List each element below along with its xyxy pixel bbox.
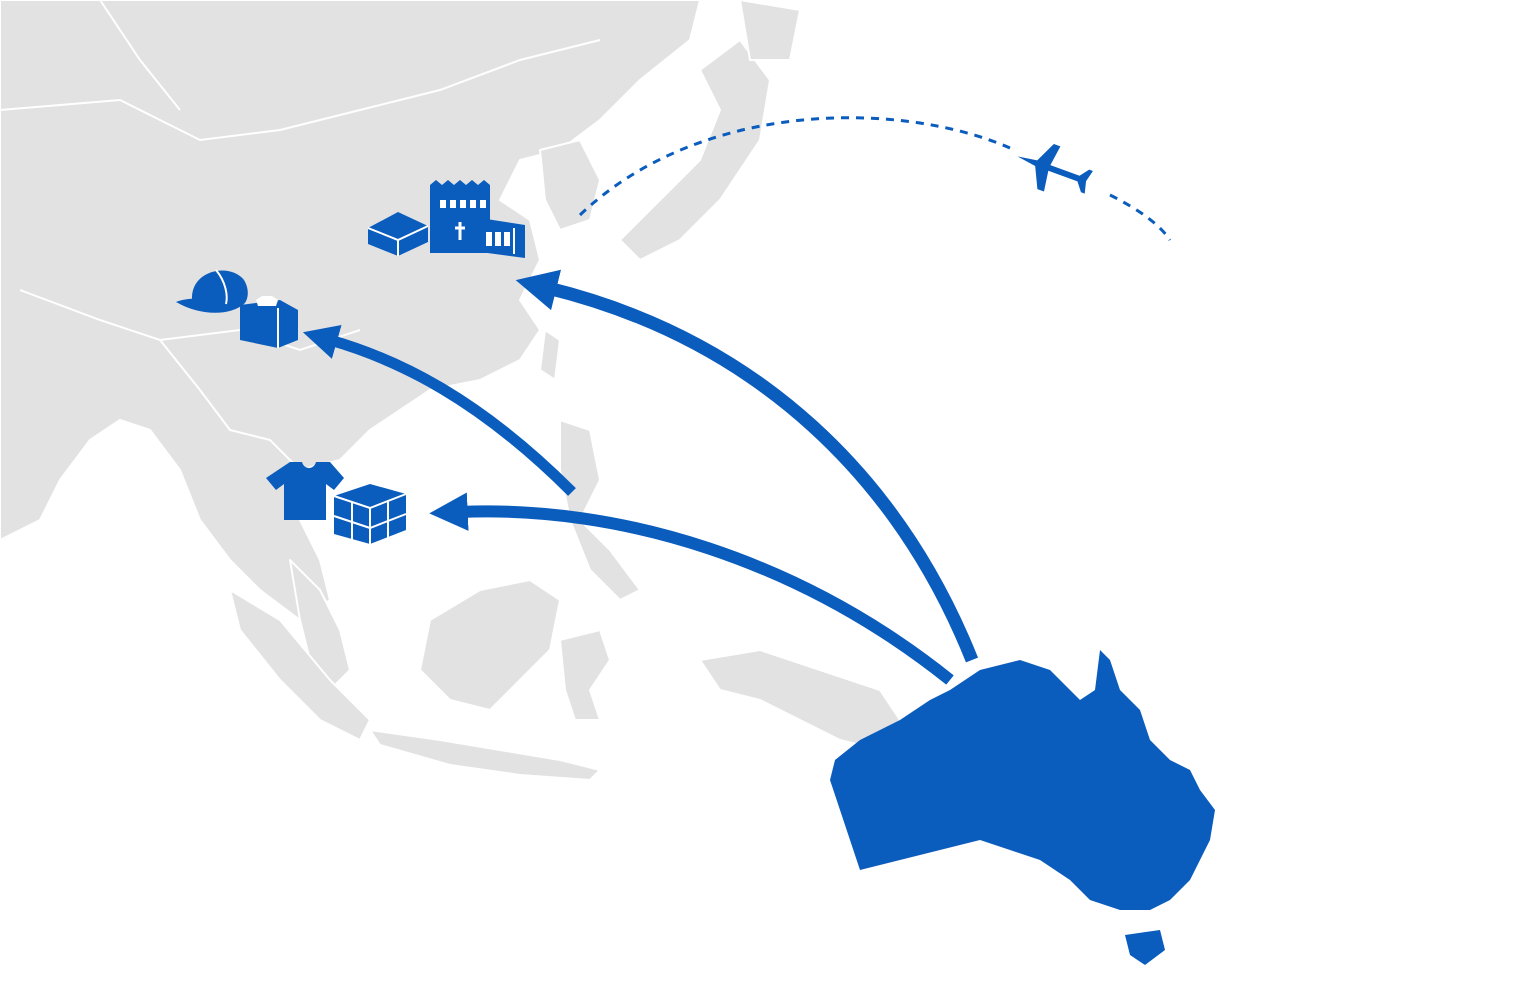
cap-icon xyxy=(176,269,248,313)
shirt-box-icon xyxy=(240,296,298,348)
tshirt-icon xyxy=(266,462,344,520)
route-to-east-asia-arrow xyxy=(515,269,979,663)
route-to-south-china-arrow xyxy=(302,325,576,496)
container-icon xyxy=(480,218,525,258)
korea-japan xyxy=(539,0,801,261)
parcel-icon xyxy=(333,484,407,544)
warehouse-box-icon xyxy=(367,212,429,256)
east-asia-icons xyxy=(367,180,525,258)
southeast-asia-icons xyxy=(266,462,407,544)
taiwan-philippines xyxy=(539,329,641,601)
borneo xyxy=(419,579,561,711)
australia-highlight xyxy=(830,650,1215,910)
malay-peninsula xyxy=(229,559,371,741)
trade-routes xyxy=(302,269,979,685)
tasmania-highlight xyxy=(1125,930,1165,965)
java-islands xyxy=(369,729,601,781)
sulawesi xyxy=(559,629,611,721)
flight-path-dotted-end xyxy=(1109,193,1172,241)
airplane-icon xyxy=(1017,144,1093,194)
route-to-southeast-asia-arrow xyxy=(429,492,954,685)
flight-path-dotted xyxy=(578,116,1011,217)
south-china-icons xyxy=(176,269,298,348)
